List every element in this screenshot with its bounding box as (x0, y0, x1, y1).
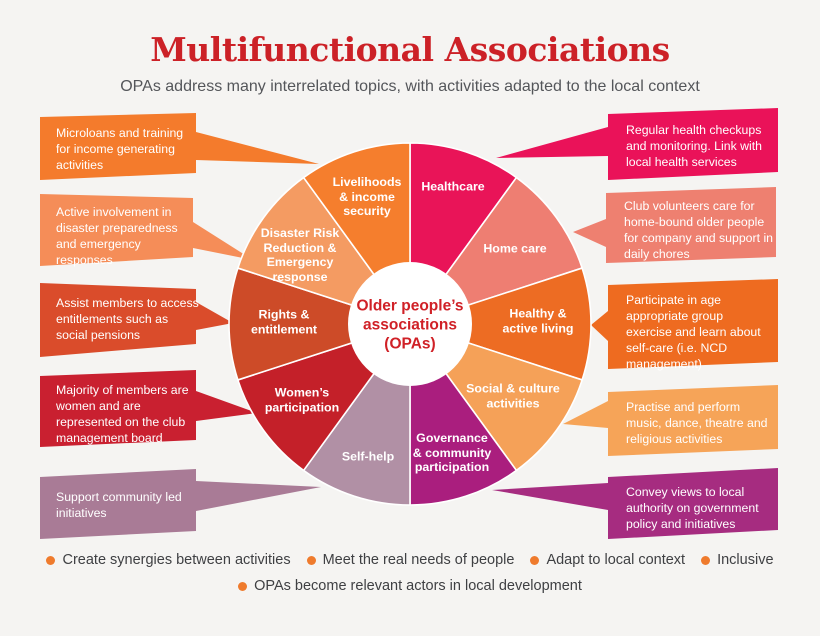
callout-microloans: Microloans and training for income gener… (56, 126, 184, 172)
footer-item-label: Inclusive (717, 552, 774, 568)
footer-item: Adapt to local context (530, 552, 685, 568)
footer-item-label: OPAs become relevant actors in local dev… (254, 578, 582, 594)
footer-item: OPAs become relevant actors in local dev… (238, 578, 582, 594)
footer-item-label: Meet the real needs of people (322, 552, 515, 568)
page-title: Multifunctional Associations (150, 30, 670, 69)
callout-convey-views: Convey views to local authority on gover… (626, 485, 759, 531)
footer-item: Create synergies between activities (46, 552, 291, 568)
callout-women-majority: Majority of members are women and are re… (56, 383, 189, 445)
bullet-dot-icon (46, 555, 56, 565)
footer-item-label: Create synergies between activities (62, 552, 291, 568)
footer-item: Meet the real needs of people (306, 552, 515, 568)
bullet-dot-icon (306, 555, 316, 565)
footer-item-label: Adapt to local context (546, 552, 686, 568)
callout-music-theatre: Practise and perform music, dance, theat… (626, 400, 768, 446)
callout-home-care-volunteers: Club volunteers care for home-bound olde… (624, 199, 774, 261)
callout-health-checkups: Regular health checkups and monitoring. … (626, 123, 763, 169)
callout-entitlements: Assist members to access entitlements su… (56, 296, 199, 342)
callout-disaster-involvement: Active involvement in disaster preparedn… (56, 205, 178, 267)
page-subtitle: OPAs address many interrelated topics, w… (120, 78, 700, 95)
bullet-dot-icon (238, 581, 248, 591)
footer-line-1: Create synergies between activities Meet… (0, 552, 820, 568)
center-label: Older people’s associations (OPAs) (356, 297, 464, 353)
callout-community-initiatives: Support community led initiatives (56, 490, 182, 520)
footer-line-2: OPAs become relevant actors in local dev… (0, 578, 820, 594)
callout-group-exercise: Participate in age appropriate group exe… (626, 293, 761, 371)
bullet-dot-icon (701, 555, 711, 565)
footer-item: Inclusive (701, 552, 774, 568)
bullet-dot-icon (530, 555, 540, 565)
